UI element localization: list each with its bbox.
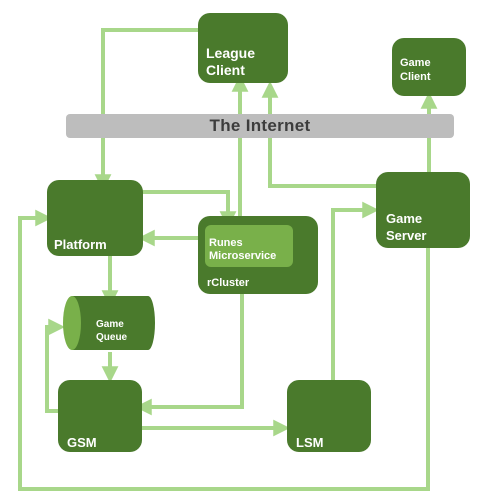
game-server-label: Game Server [386,211,427,243]
internet-bar: The Internet [66,114,454,138]
connector-platform-runes [142,190,237,229]
game-queue-label: Game Queue [96,319,128,343]
league-client-node: League Client [198,13,288,83]
game-client-node: Game Client [392,38,466,96]
lsm-label: LSM [296,435,324,450]
connector-leagueclient-platform [94,28,198,192]
connector-gameserver-platform-loop [18,209,430,491]
gsm-label: GSM [67,435,97,450]
game-server-node: Game Server [376,172,470,248]
runes-microservice-node: Runes Microservice [205,225,293,267]
gsm-node: GSM [58,380,142,452]
connector-gsm-gamequeue-loop [45,318,66,413]
rcluster-label: rCluster [207,277,250,289]
lsm-node: LSM [287,380,371,452]
game-queue-cylinder [63,296,155,350]
league-client-label: League Client [206,45,256,78]
runes-microservice-label: Runes Microservice [209,237,277,262]
game-client-label: Game Client [400,57,431,83]
platform-node: Platform [47,180,143,256]
connector-lsm-gameserver [331,201,380,380]
internet-bar-label: The Internet [209,116,311,135]
connector-rcluster-gsm [134,293,244,416]
platform-label: Platform [54,237,107,252]
